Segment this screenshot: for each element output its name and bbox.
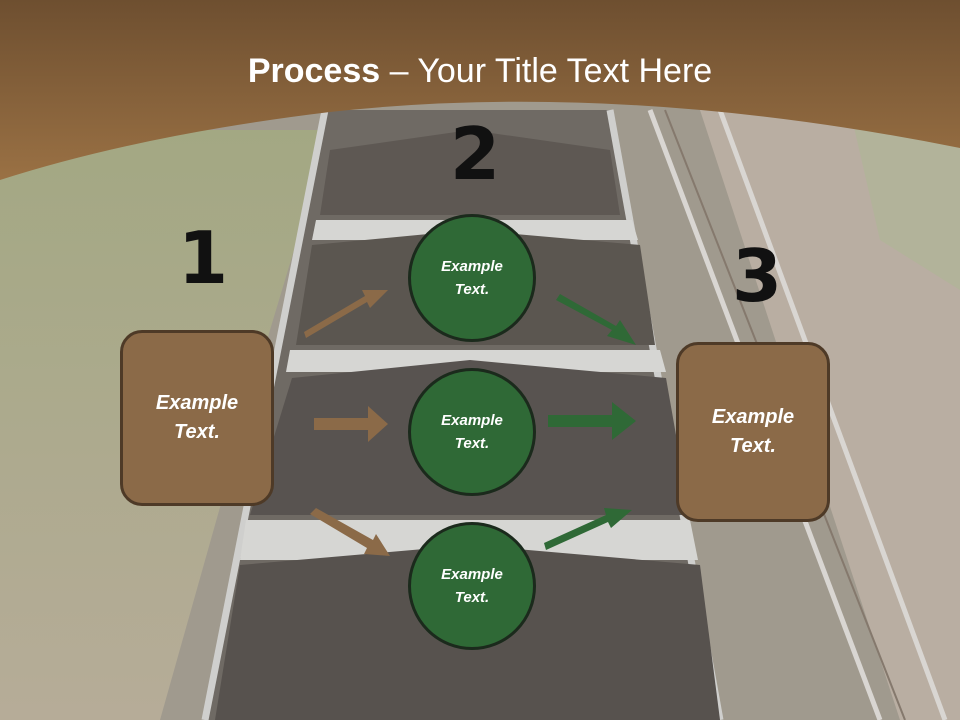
circle-top-text: Example Text. (441, 258, 503, 298)
arrow-down-right-brown (310, 508, 390, 556)
title-bold: Process (247, 52, 381, 90)
step-number-2: 2 (450, 112, 501, 196)
circle-middle-text: Example Text. (441, 412, 503, 452)
step-circle-top: Example Text. (408, 214, 536, 342)
step-box-3: Example Text. (676, 342, 830, 522)
step-box-1: Example Text. (120, 330, 274, 506)
slide-title: Process – Your Title Text Here (0, 52, 960, 91)
step-box-1-text: Example Text. (155, 392, 239, 443)
circle-bottom-text: Example Text. (441, 566, 503, 606)
step-circle-middle: Example Text. (408, 368, 536, 496)
step-circle-bottom: Example Text. (408, 522, 536, 650)
arrow-up-right-green (544, 508, 632, 550)
arrow-down-right-green (556, 294, 636, 345)
arrow-right-brown (314, 406, 388, 442)
arrow-up-right-brown (304, 290, 388, 338)
step-box-3-text: Example Text. (711, 406, 795, 457)
arrow-right-green (548, 402, 636, 440)
title-rest: – Your Title Text Here (380, 52, 713, 90)
step-number-3: 3 (732, 234, 783, 318)
step-number-1: 1 (178, 216, 229, 300)
